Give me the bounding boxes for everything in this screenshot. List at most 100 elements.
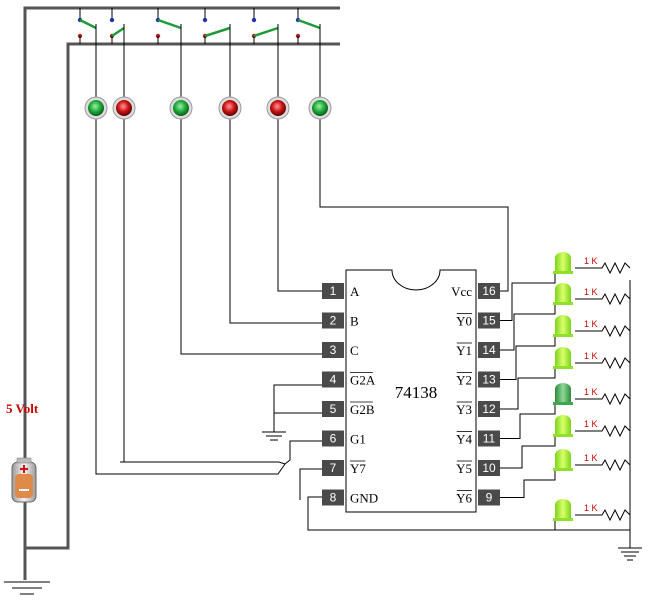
resistor-label: 1 K (584, 419, 598, 429)
pin-box (478, 312, 500, 329)
green-led-icon (88, 100, 104, 116)
output-channel: 1 K (500, 315, 631, 380)
pin-label: Y3 (456, 402, 472, 417)
resistor-icon (575, 458, 631, 472)
pin-box (322, 401, 344, 417)
red-led-icon (270, 100, 286, 116)
output-wire (500, 405, 556, 439)
pin-label: C (350, 343, 359, 358)
decoder-chip: 74138 (345, 269, 477, 513)
pin-label: Vcc (451, 284, 472, 299)
main-ground (4, 581, 50, 595)
input-switch (295, 8, 321, 44)
output-led-body (555, 421, 571, 435)
output-wire (500, 305, 556, 351)
pin-label: Y1 (456, 343, 472, 358)
resistor-icon (575, 424, 631, 438)
input-switch (155, 8, 182, 44)
pin-label: G2B (350, 402, 375, 417)
output-section: 1 K 1 K 1 K 1 K 1 K 1 K 1 K 1 K (308, 252, 631, 531)
resistor-icon (575, 356, 631, 370)
output-wire (500, 274, 556, 321)
chip-name: 74138 (395, 383, 438, 402)
switch-contact (251, 17, 257, 23)
red-led-icon (222, 100, 238, 116)
switch-lever (111, 26, 125, 38)
battery: 5 Volt (6, 401, 39, 503)
pin-box (322, 312, 344, 329)
switch-lever (157, 18, 182, 30)
resistor-label: 1 K (584, 351, 598, 361)
pin-box (478, 283, 500, 299)
pin-label: B (350, 314, 359, 329)
input-switch (109, 8, 125, 44)
resistor-icon (575, 508, 631, 522)
pin-number: 1 (330, 284, 337, 298)
output-led-body (555, 353, 571, 367)
pin-label: G1 (350, 432, 366, 447)
resistor-label: 1 K (584, 387, 598, 397)
input-led (169, 96, 193, 120)
resistor-label: 1 K (584, 319, 598, 329)
output-led-base (553, 334, 573, 337)
pin-number: 7 (330, 461, 337, 475)
pin-number: 4 (330, 373, 337, 387)
switch-lever (79, 18, 97, 30)
output-wire (500, 471, 556, 498)
switch-lever (204, 26, 231, 38)
pin-number: 9 (486, 491, 493, 505)
pin-label: Y0 (456, 314, 472, 329)
input-switch (202, 8, 231, 44)
output-led-body (555, 455, 571, 469)
input-led (266, 96, 290, 120)
resistor-icon (575, 292, 631, 306)
input-wire (229, 44, 322, 324)
minus-icon (19, 489, 29, 491)
resistor-label: 1 K (584, 256, 598, 266)
output-channel: 1 K (500, 415, 631, 469)
input-led-row (84, 96, 332, 120)
input-led (112, 96, 136, 120)
output-channel: 1 K (308, 499, 631, 531)
pin-box (322, 460, 344, 476)
pin-box (478, 401, 500, 417)
input-led (308, 96, 332, 120)
switch-contact (109, 17, 115, 23)
resistor-icon (575, 392, 631, 406)
output-channel: 1 K (500, 252, 631, 321)
supply-rails (23, 6, 340, 580)
input-led (218, 96, 242, 120)
pin-number: 8 (330, 491, 337, 505)
pin-number: 16 (482, 284, 496, 298)
output-led-body (555, 505, 571, 519)
pin-box (322, 283, 344, 299)
resistor-label: 1 K (584, 453, 598, 463)
switch-lever (253, 26, 279, 38)
output-channel: 1 K (500, 347, 631, 410)
pin-box (478, 371, 500, 388)
output-channel: 1 K (500, 383, 631, 439)
output-led-base (553, 366, 573, 369)
resistor-label: 1 K (584, 287, 598, 297)
pin-label: Y6 (456, 491, 472, 506)
output-wire (500, 369, 556, 410)
output-led-body (555, 258, 571, 272)
pin-box (478, 342, 500, 358)
output-ground (618, 280, 642, 561)
output-led-base (553, 302, 573, 305)
output-channel: 1 K (500, 283, 631, 351)
